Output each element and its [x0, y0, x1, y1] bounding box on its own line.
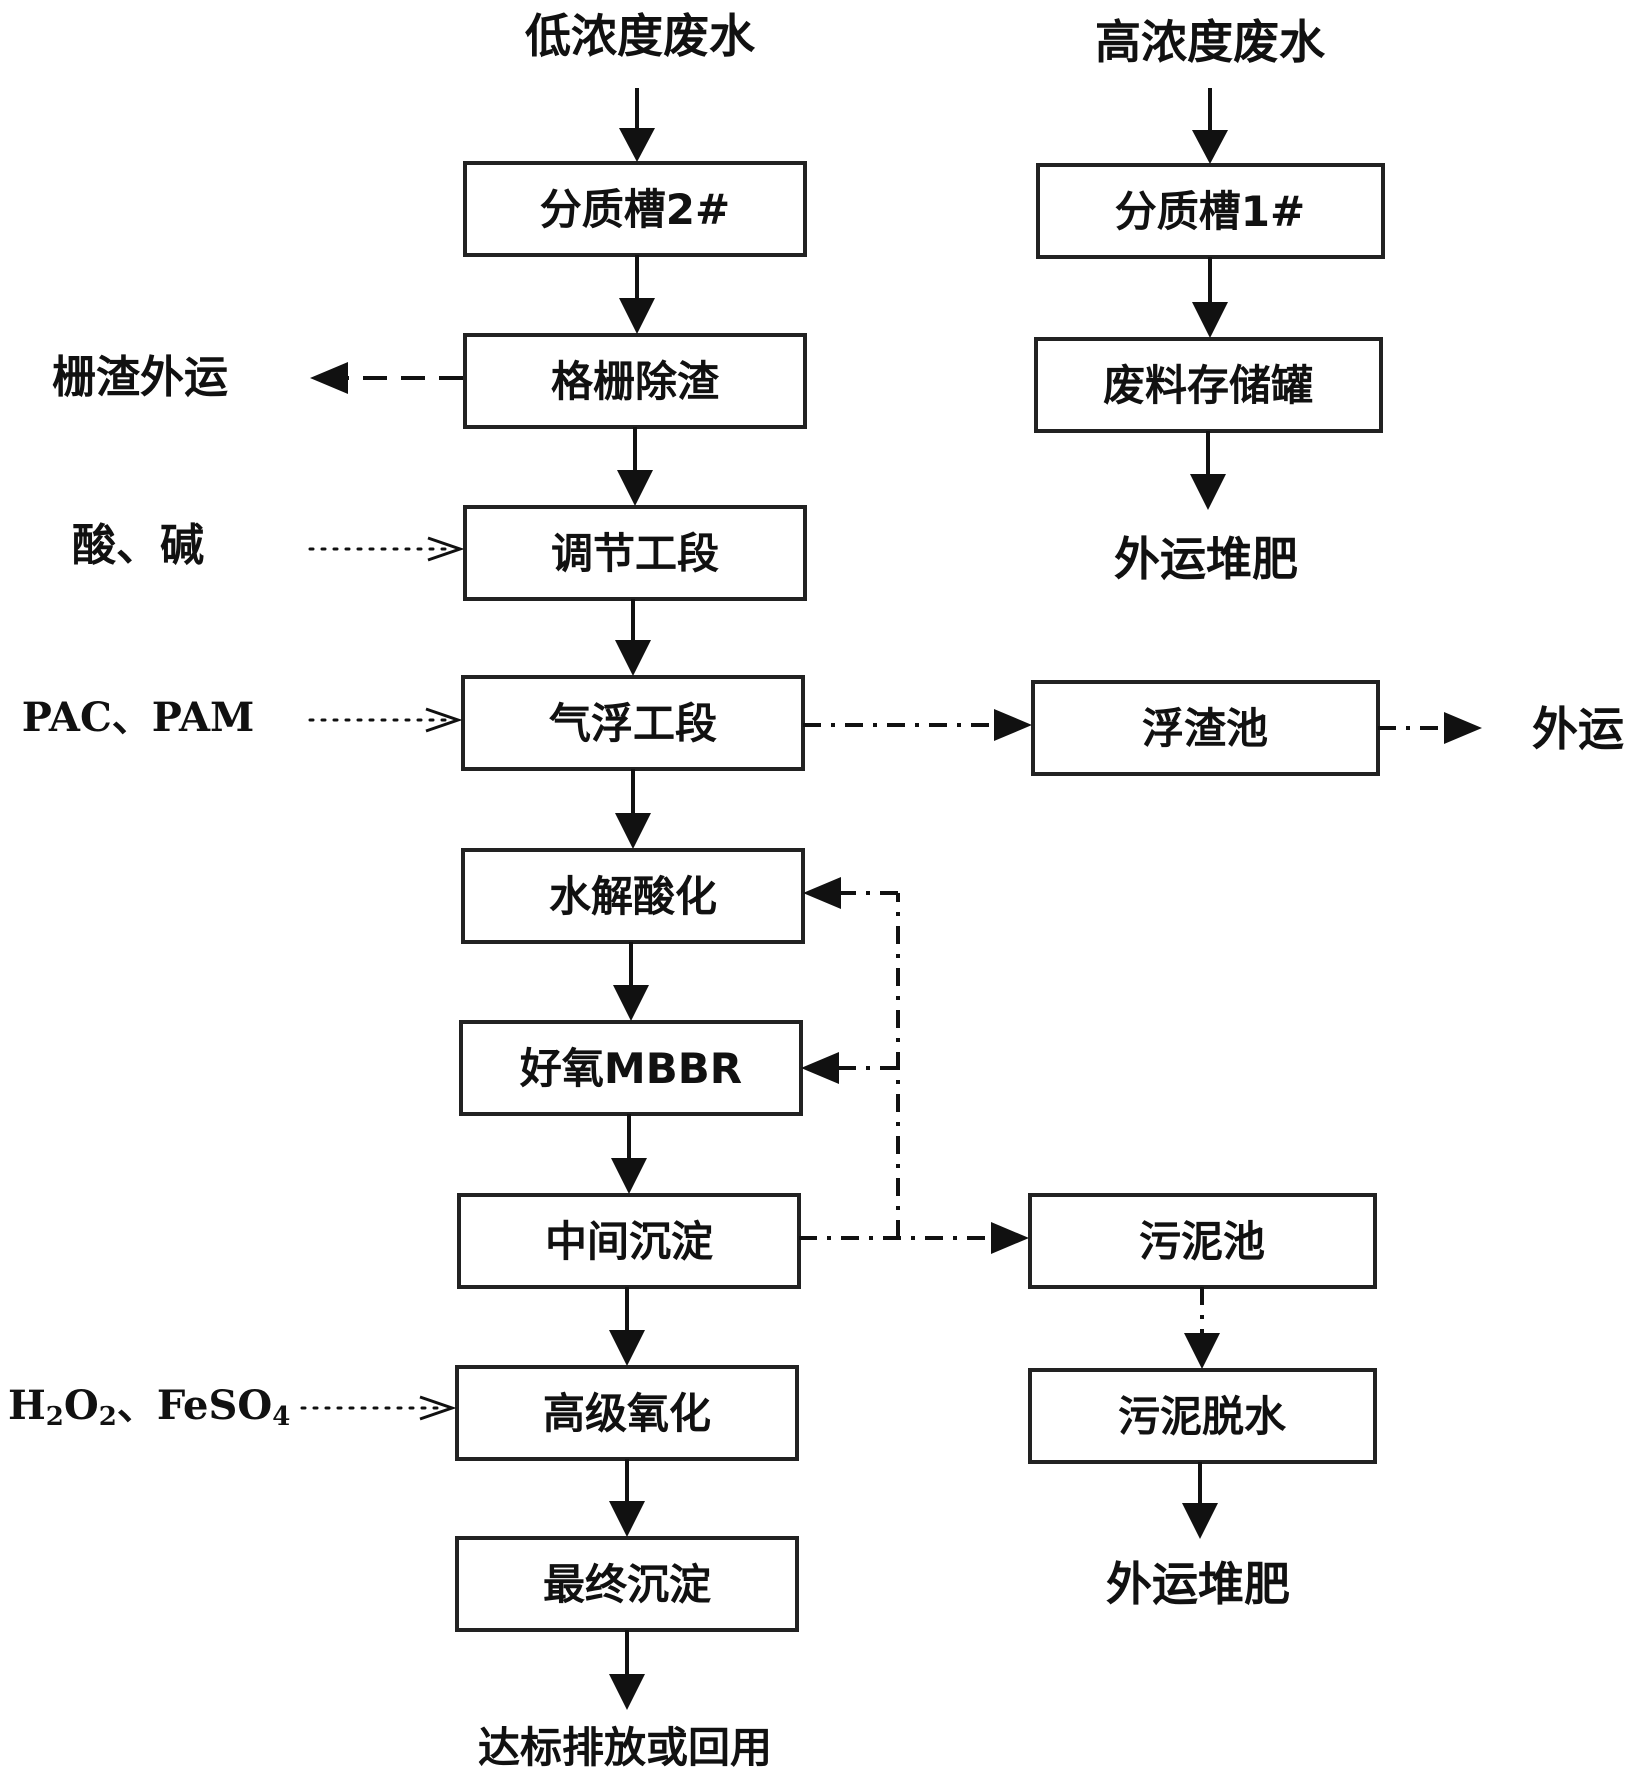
box-float-pool: 浮渣池 — [1031, 680, 1380, 776]
discharge-output-label: 达标排放或回用 — [478, 1723, 772, 1772]
box-hydrolysis: 水解酸化 — [461, 848, 805, 944]
box-sludge-pool-label: 污泥池 — [1139, 1217, 1265, 1266]
box-sludge-dewater-label: 污泥脱水 — [1118, 1392, 1287, 1441]
box-mbbr: 好氧MBBR — [459, 1020, 803, 1116]
box-tank1-label: 分质槽1# — [1115, 187, 1305, 236]
box-adv-oxidation: 高级氧化 — [455, 1365, 799, 1461]
h2o2-feso4-arrow — [300, 1395, 457, 1421]
box-hydrolysis-label: 水解酸化 — [549, 872, 717, 921]
h2o2-sub1: 2 — [46, 1402, 64, 1432]
box-flotation-label: 气浮工段 — [549, 699, 717, 748]
float-scum-arrow — [803, 709, 1032, 741]
box-adjust: 调节工段 — [463, 505, 807, 601]
feso4-sub: 4 — [272, 1402, 290, 1432]
float-out-arrow — [1378, 712, 1482, 744]
box-screen: 格栅除渣 — [463, 333, 807, 429]
box-adv-oxidation-label: 高级氧化 — [543, 1389, 711, 1438]
box-sludge-pool: 污泥池 — [1028, 1193, 1377, 1289]
box-mid-settle-label: 中间沉淀 — [545, 1217, 713, 1266]
box-storage: 废料存储罐 — [1034, 337, 1383, 433]
acid-base-arrow — [308, 536, 465, 562]
sludge-column-arrows — [1182, 1287, 1220, 1539]
sludge-recycle-line — [801, 877, 900, 1238]
box-mid-settle: 中间沉淀 — [457, 1193, 801, 1289]
pac-pam-label: PAC、PAM — [22, 694, 255, 741]
box-flotation: 气浮工段 — [461, 675, 805, 771]
h2o2-o: O — [64, 1382, 99, 1429]
screen-waste-arrow — [310, 362, 463, 394]
high-concentration-input-label: 高浓度废水 — [1095, 15, 1326, 69]
pac-pam-arrow — [308, 707, 463, 733]
h2o2-h: H — [8, 1382, 46, 1429]
box-screen-label: 格栅除渣 — [551, 357, 720, 406]
feso4-main: FeSO — [157, 1382, 272, 1429]
box-sludge-dewater: 污泥脱水 — [1028, 1368, 1377, 1464]
compost-output-label-top: 外运堆肥 — [1114, 532, 1298, 586]
main-flow-arrows — [609, 88, 655, 1710]
box-tank2: 分质槽2# — [463, 161, 807, 257]
box-final-settle: 最终沉淀 — [455, 1536, 799, 1632]
reagent-separator: 、 — [117, 1382, 157, 1429]
acid-base-label: 酸、碱 — [72, 520, 204, 571]
box-tank2-label: 分质槽2# — [540, 185, 730, 234]
box-tank1: 分质槽1# — [1036, 163, 1385, 259]
compost-output-label-bottom: 外运堆肥 — [1106, 1557, 1290, 1611]
box-float-pool-label: 浮渣池 — [1142, 704, 1268, 753]
box-mbbr-label: 好氧MBBR — [519, 1044, 742, 1093]
h2o2-feso4-label: H2O2、FeSO4 — [8, 1382, 290, 1432]
low-concentration-input-label: 低浓度废水 — [525, 9, 756, 63]
high-flow-arrows — [1190, 88, 1228, 510]
h2o2-sub2: 2 — [99, 1402, 117, 1432]
sludge-flow-arrow — [799, 1222, 1029, 1254]
box-final-settle-label: 最终沉淀 — [543, 1560, 711, 1609]
float-out-label: 外运 — [1532, 702, 1624, 756]
box-adjust-label: 调节工段 — [551, 529, 719, 578]
box-storage-label: 废料存储罐 — [1103, 361, 1313, 410]
screen-waste-label: 栅渣外运 — [52, 352, 228, 403]
